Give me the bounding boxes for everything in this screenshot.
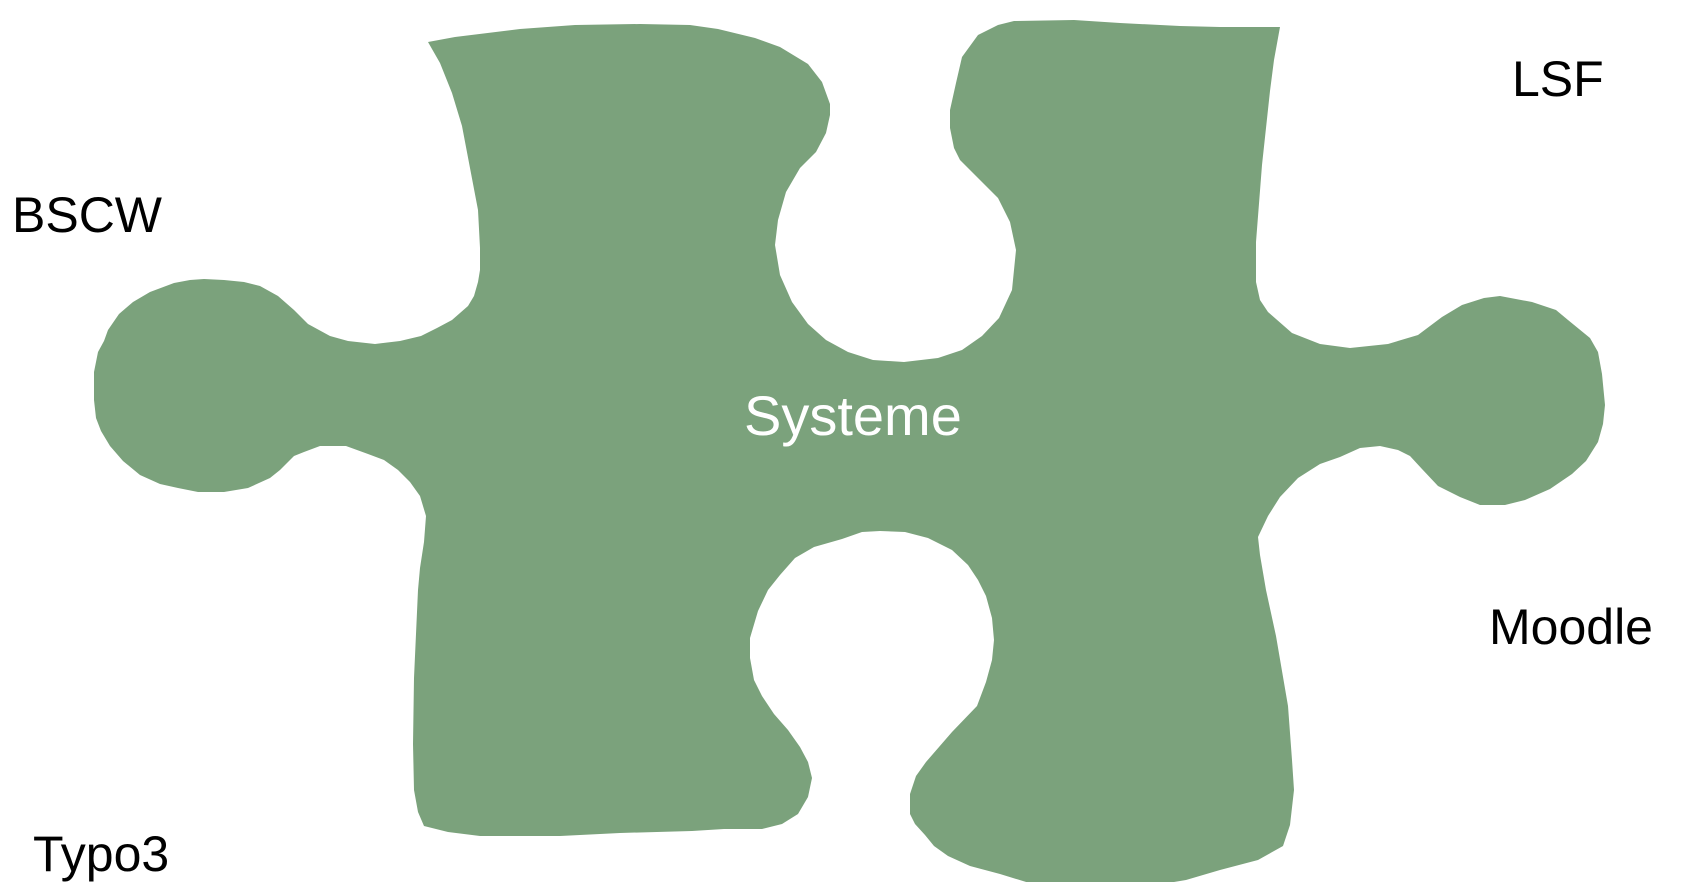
- label-typo3: Typo3: [33, 829, 169, 879]
- label-moodle: Moodle: [1489, 602, 1653, 652]
- puzzle-piece-shape: [94, 20, 1605, 882]
- label-bscw: BSCW: [12, 190, 162, 240]
- label-lsf: LSF: [1512, 54, 1604, 104]
- center-label: Systeme: [744, 388, 962, 444]
